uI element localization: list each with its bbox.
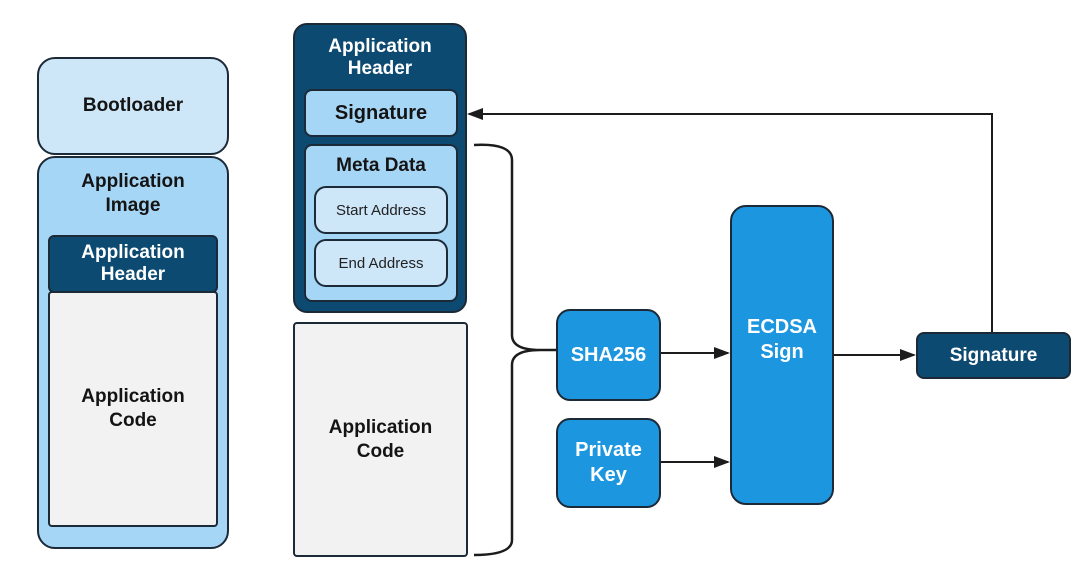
- application-code-detail-block: Application Code: [293, 322, 468, 557]
- application-code-label: Application Code: [81, 386, 185, 431]
- application-image-label: Application Image: [81, 171, 185, 216]
- ecdsa-sign-label: ECDSA Sign: [746, 316, 817, 363]
- signature-slot: Signature: [304, 89, 458, 137]
- meta-data-block: Meta Data Start Address End Address: [304, 144, 458, 302]
- start-address-label: Start Address: [335, 201, 427, 219]
- private-key-block: Private Key: [556, 418, 661, 508]
- bootloader-block: Bootloader: [37, 57, 229, 155]
- signature-output-label: Signature: [949, 344, 1038, 366]
- signature-feedback-arrow: [467, 108, 993, 332]
- header-detail-title: Application Header: [328, 36, 432, 79]
- meta-data-label: Meta Data: [336, 155, 426, 176]
- end-address-label: End Address: [338, 254, 424, 272]
- sha256-label: SHA256: [570, 343, 647, 366]
- start-address-field: Start Address: [314, 186, 448, 234]
- application-image-block: Application Image Application Header App…: [37, 156, 229, 549]
- header-detail-block: Application Header Signature Meta Data S…: [293, 23, 467, 313]
- private-key-label: Private Key: [575, 439, 642, 486]
- signature-slot-label: Signature: [334, 101, 428, 124]
- sha256-block: SHA256: [556, 309, 661, 401]
- ecdsa-sign-block: ECDSA Sign: [730, 205, 834, 505]
- end-address-field: End Address: [314, 239, 448, 287]
- bootloader-label: Bootloader: [82, 95, 184, 117]
- application-code-block: Application Code: [48, 291, 218, 527]
- hash-input-brace: [473, 143, 541, 557]
- application-header-label: Application Header: [81, 242, 185, 285]
- signature-output-block: Signature: [916, 332, 1071, 379]
- application-code-detail-label: Application Code: [328, 416, 433, 462]
